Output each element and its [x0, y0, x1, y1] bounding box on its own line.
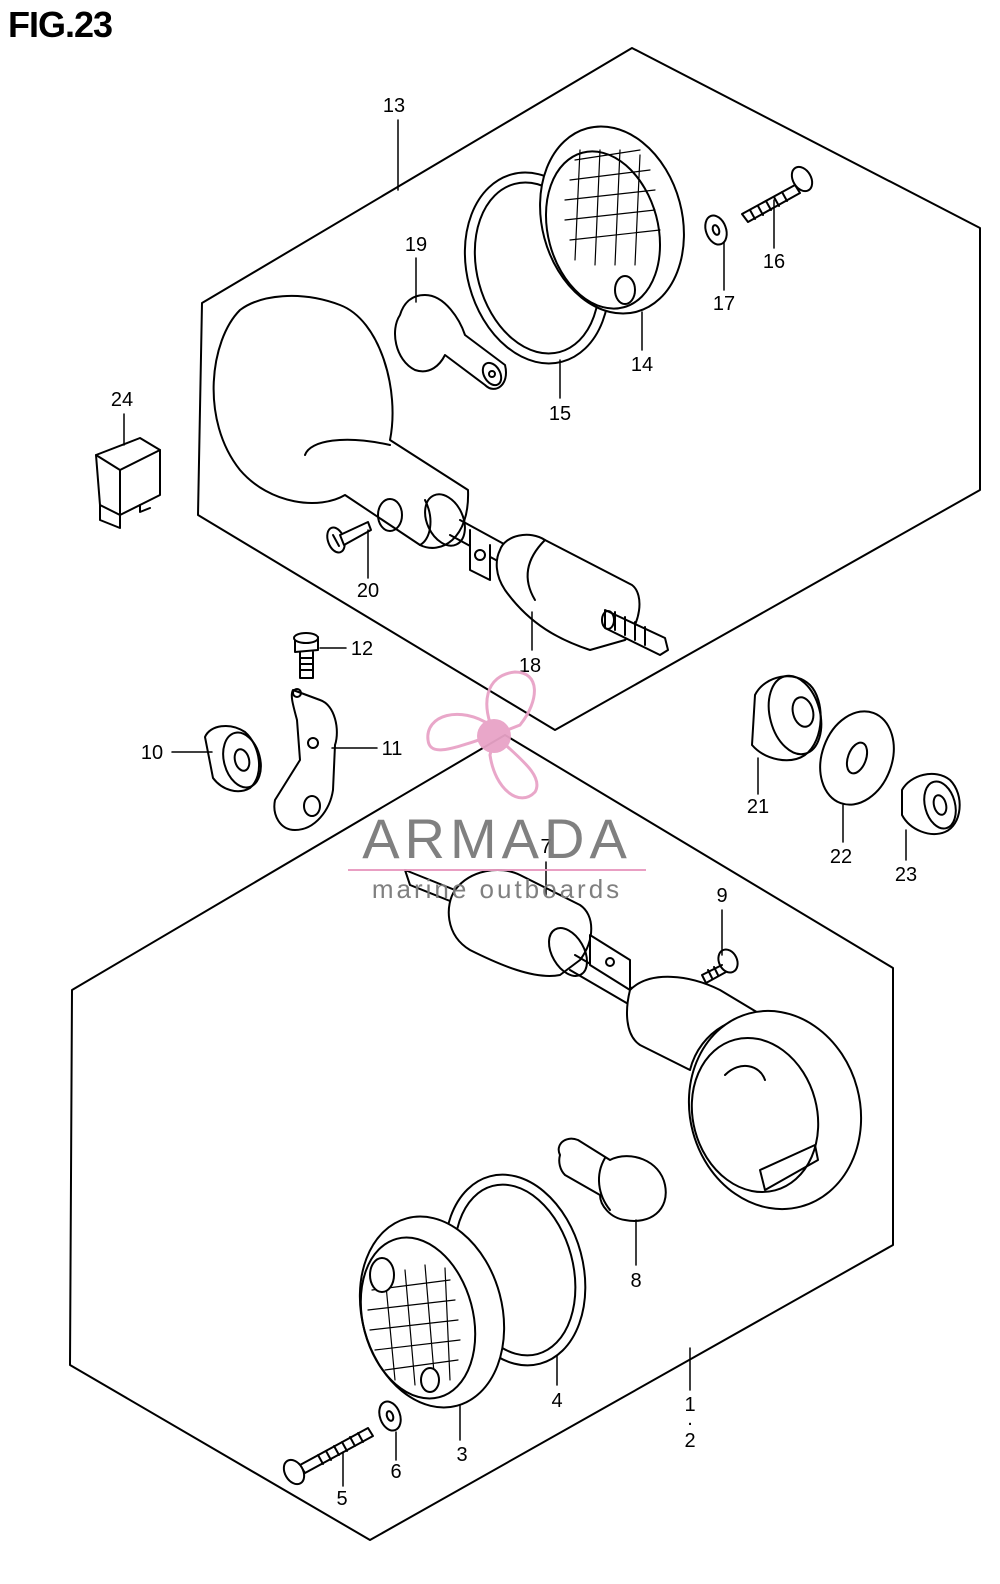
- nut-23: [901, 772, 961, 835]
- lens-lower: [358, 1215, 506, 1409]
- turn-signal-housing-lower: [626, 975, 863, 1211]
- figure-title: FIG.23: [8, 4, 113, 45]
- callout-11: 11: [382, 738, 403, 760]
- watermark-logo: ARMADA marine outboards: [348, 670, 646, 904]
- watermark-tagline: marine outboards: [372, 874, 622, 904]
- callout-separator-dot: .: [687, 1408, 693, 1430]
- watermark-brand: ARMADA: [362, 807, 632, 870]
- bulb-lower: [557, 1137, 667, 1222]
- bolt-12: [293, 632, 319, 679]
- callout-19: 19: [405, 234, 427, 256]
- callout-3: 3: [456, 1444, 467, 1466]
- callout-16: 16: [763, 251, 785, 273]
- propeller-icon: [426, 670, 539, 800]
- bulb-upper: [394, 294, 507, 390]
- washer-6: [378, 1400, 402, 1432]
- callout-13: 13: [383, 95, 405, 117]
- callout-20: 20: [357, 580, 379, 602]
- screw-9: [701, 948, 739, 984]
- callout-14: 14: [631, 354, 653, 376]
- turn-signal-housing-upper: [212, 295, 470, 549]
- leader-lines: [123, 119, 907, 1487]
- bracket-11: [273, 688, 338, 831]
- callout-8: 8: [630, 1270, 641, 1292]
- callout-23: 23: [895, 864, 917, 886]
- grommet-21: [751, 674, 823, 762]
- washer-17: [704, 214, 728, 246]
- nut-10: [204, 725, 262, 793]
- upper-assembly-outline: [197, 47, 981, 731]
- lens-upper: [539, 125, 685, 315]
- stem-tube-lower: [404, 869, 636, 1006]
- callout-24: 24: [111, 389, 133, 411]
- callout-9: 9: [716, 885, 727, 907]
- callout-5: 5: [336, 1488, 347, 1510]
- screw-16: [741, 165, 814, 223]
- callout-2: 2: [684, 1430, 695, 1452]
- screw-5: [282, 1427, 374, 1486]
- stem-tube-upper: [449, 519, 669, 656]
- callout-6: 6: [390, 1461, 401, 1483]
- callout-10: 10: [141, 742, 163, 764]
- callout-7: 7: [540, 836, 551, 858]
- callout-18: 18: [519, 655, 541, 677]
- screw-20: [326, 521, 372, 554]
- callout-12: 12: [351, 638, 373, 660]
- callout-17: 17: [713, 293, 735, 315]
- callout-15: 15: [549, 403, 571, 425]
- callout-4: 4: [551, 1390, 562, 1412]
- connector-24: [95, 437, 161, 529]
- callout-1: 1: [684, 1394, 695, 1416]
- callout-22: 22: [830, 846, 852, 868]
- washer-22: [819, 710, 895, 806]
- callout-21: 21: [747, 796, 769, 818]
